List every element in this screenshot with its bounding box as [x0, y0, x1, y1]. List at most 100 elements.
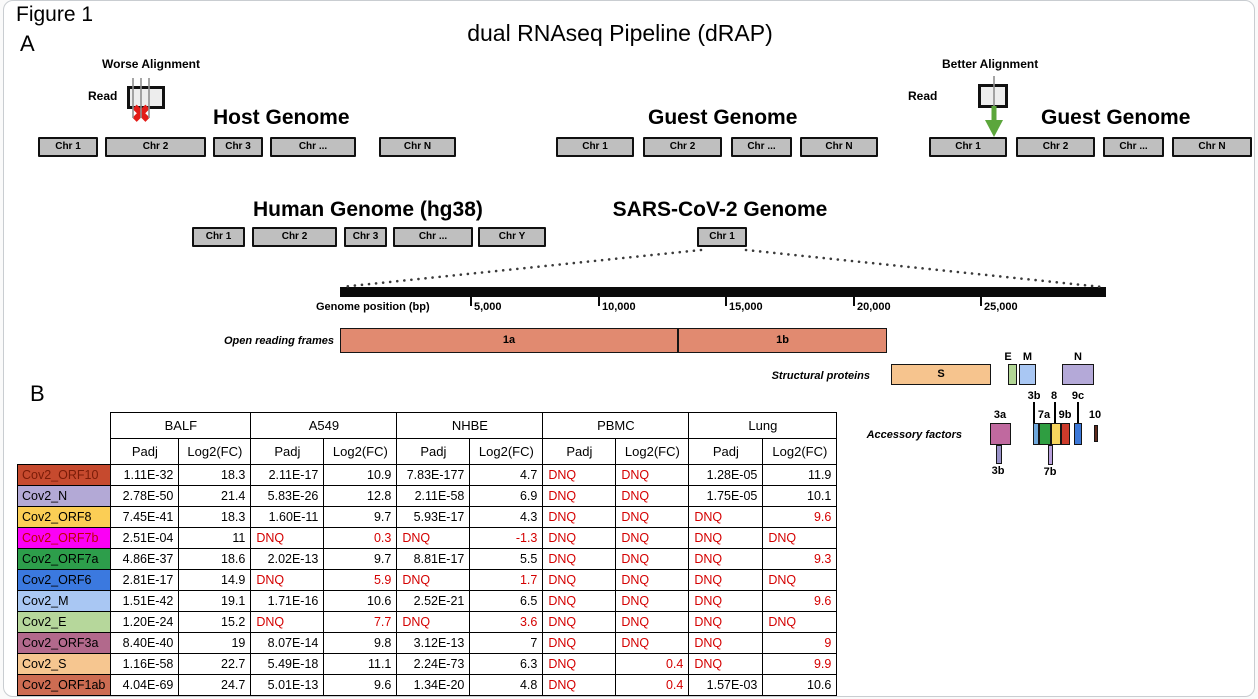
value-cell: 3.6	[469, 611, 544, 633]
value-cell: DNQ	[762, 527, 838, 549]
value-cell: 9.6	[762, 506, 838, 528]
orf7b-bar	[1048, 445, 1053, 465]
panel-b-label: B	[30, 381, 45, 406]
value-cell: DNQ	[762, 569, 838, 591]
chromosome-box: Chr 2	[1016, 137, 1095, 157]
gene-row-label: Cov2_E	[16, 611, 112, 633]
gene-row-label: Cov2_ORF3a	[16, 632, 112, 654]
chromosome-box: Chr 2	[643, 137, 722, 157]
read-label: Read	[908, 89, 938, 103]
axis-tick-label: 10,000	[602, 301, 636, 313]
gene-row-label: Cov2_ORF7a	[16, 548, 112, 570]
chromosome-box: Chr ...	[1103, 137, 1164, 157]
value-cell: DNQ	[615, 632, 690, 654]
value-cell: 7	[469, 632, 544, 654]
value-cell: 9.7	[323, 548, 398, 570]
orf3b-top-label: 3b	[1027, 390, 1041, 402]
chromosome-box: Chr 2	[105, 137, 206, 157]
value-cell: 5.83E-26	[250, 485, 325, 507]
value-cell: DNQ	[615, 464, 690, 486]
value-cell: DNQ	[250, 569, 325, 591]
value-cell: 2.11E-58	[396, 485, 471, 507]
value-cell: 18.6	[178, 548, 252, 570]
e-gene-box	[1008, 364, 1017, 385]
table-subheader: Padj	[110, 438, 180, 465]
human-genome-title: Human Genome (hg38)	[253, 198, 483, 221]
value-cell: DNQ	[542, 674, 617, 696]
value-cell: DNQ	[542, 611, 617, 633]
value-cell: DNQ	[250, 611, 325, 633]
axis-tick-mark	[598, 297, 600, 306]
chromosome-box: Chr 1	[556, 137, 634, 157]
value-cell: DNQ	[615, 611, 690, 633]
value-cell: 1.60E-11	[250, 506, 325, 528]
orf3b-label: 3b	[991, 465, 1005, 477]
chromosome-box: Chr 1	[697, 227, 747, 247]
accessory-track-label: Accessory factors	[866, 429, 962, 441]
chromosome-box: Chr 3	[213, 137, 263, 157]
orf8-leader-line	[1054, 402, 1056, 423]
gene-row-label: Cov2_N	[16, 485, 112, 507]
value-cell: DNQ	[396, 611, 471, 633]
value-cell: 10.6	[762, 674, 838, 696]
value-cell: 5.5	[469, 548, 544, 570]
value-cell: 24.7	[178, 674, 252, 696]
structural-track-label: Structural proteins	[771, 370, 870, 382]
value-cell: DNQ	[542, 464, 617, 486]
orf9c-leader-line	[1077, 402, 1079, 423]
value-cell: 9.9	[762, 653, 838, 675]
value-cell: 7.83E-177	[396, 464, 471, 486]
orf3b-top-bar	[1033, 423, 1039, 445]
n-gene-label: N	[1074, 351, 1082, 363]
orf10-label: 10	[1088, 409, 1102, 421]
read-box-match-icon	[978, 84, 1008, 108]
value-cell: DNQ	[688, 590, 764, 612]
value-cell: DNQ	[688, 506, 764, 528]
table-subheader: Padj	[250, 438, 325, 465]
orf3b-leader-line	[1033, 402, 1035, 423]
e-gene-label: E	[1004, 351, 1012, 363]
orf9c-label: 9c	[1071, 390, 1085, 402]
value-cell: 6.3	[469, 653, 544, 675]
bad-alignment-x-icon: ✖	[131, 101, 152, 128]
orf8-label: 8	[1050, 390, 1058, 402]
value-cell: 7.7	[323, 611, 398, 633]
value-cell: DNQ	[542, 590, 617, 612]
orf7a-box	[1039, 423, 1051, 445]
value-cell: DNQ	[542, 548, 617, 570]
orf10-bar	[1094, 425, 1098, 442]
value-cell: 5.49E-18	[250, 653, 325, 675]
axis-tick-label: 20,000	[857, 301, 891, 313]
value-cell: 9.7	[323, 506, 398, 528]
value-cell: 1.57E-03	[688, 674, 764, 696]
gene-row-label: Cov2_ORF7b	[16, 527, 112, 549]
value-cell: DNQ	[688, 569, 764, 591]
value-cell: DNQ	[688, 632, 764, 654]
value-cell: 4.7	[469, 464, 544, 486]
orf7b-label: 7b	[1043, 466, 1057, 478]
worse-alignment-caption: Worse Alignment	[102, 57, 201, 71]
value-cell: 18.3	[178, 464, 252, 486]
table-subheader: Padj	[542, 438, 617, 465]
value-cell: DNQ	[615, 569, 690, 591]
value-cell: 8.81E-17	[396, 548, 471, 570]
chromosome-box: Chr 3	[344, 227, 387, 247]
value-cell: 2.81E-17	[110, 569, 180, 591]
value-cell: 9.3	[762, 548, 838, 570]
value-cell: 18.3	[178, 506, 252, 528]
value-cell: DNQ	[615, 590, 690, 612]
m-gene-label: M	[1022, 351, 1033, 363]
value-cell: 0.3	[323, 527, 398, 549]
table-subheader: Log2(FC)	[323, 438, 398, 465]
guest-genome-title: Guest Genome	[648, 106, 798, 129]
value-cell: 1.11E-32	[110, 464, 180, 486]
chromosome-box: Chr 1	[192, 227, 245, 247]
value-cell: 5.01E-13	[250, 674, 325, 696]
value-cell: 1.75E-05	[688, 485, 764, 507]
chromosome-box: Chr 1	[38, 137, 98, 157]
